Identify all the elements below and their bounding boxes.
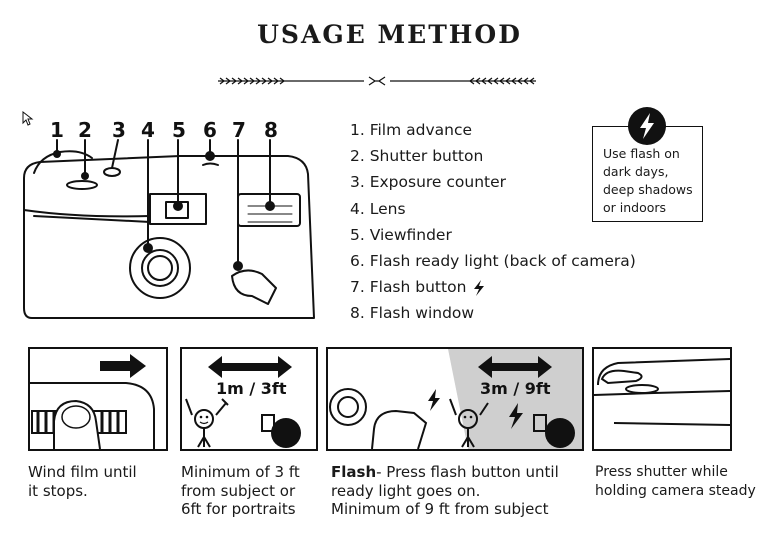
mouse-cursor-icon — [22, 111, 34, 126]
caption-line: it stops. — [28, 481, 88, 500]
tip-line: or indoors — [603, 200, 667, 215]
camera-diagram: 1 2 3 4 5 6 7 8 — [20, 118, 320, 330]
parts-list-item: 8. Flash window — [350, 300, 636, 326]
caption-line: Minimum of 9 ft from subject — [331, 500, 549, 518]
diagram-number-4: 4 — [141, 118, 155, 142]
part-label: 6. Flash ready light (back of camera) — [350, 252, 636, 271]
press-shutter-illustration — [594, 358, 730, 426]
lightning-bolt-icon — [474, 279, 485, 296]
lightning-bolt-icon — [628, 107, 666, 145]
part-label: 8. Flash window — [350, 304, 475, 323]
parts-list-item: 6. Flash ready light (back of camera) — [350, 248, 636, 274]
distance-label: 1m / 3ft — [216, 379, 287, 398]
parts-list-item: 2. Shutter button — [350, 143, 636, 169]
parts-list: 1. Film advance 2. Shutter button 3. Exp… — [350, 117, 636, 327]
parts-list-item: 4. Lens — [350, 196, 636, 222]
flash-distance-label: 3m / 9ft — [480, 379, 551, 398]
step-panel-flash: 3m / 9ft — [326, 347, 584, 451]
step-caption-flash: Flash- Press flash button until ready li… — [331, 463, 559, 519]
step-caption-wind: Wind film until it stops. — [28, 463, 137, 500]
caption-line: Press shutter while — [595, 464, 728, 480]
step-caption-distance: Minimum of 3 ft from subject or 6ft for … — [181, 463, 300, 519]
step-caption-shutter: Press shutter while holding camera stead… — [595, 463, 756, 500]
part-label: 7. Flash button — [350, 278, 467, 297]
flash-tip-text: Use flash on dark days, deep shadows or … — [603, 145, 701, 217]
caption-line: Wind film until — [28, 463, 137, 481]
camera-illustration — [23, 139, 315, 319]
caption-line: Minimum of 3 ft — [181, 463, 300, 481]
caption-line: from subject or — [181, 481, 296, 500]
step-panel-shutter — [592, 347, 732, 451]
step-panel-distance: 1m / 3ft — [180, 347, 318, 451]
part-label: 1. Film advance — [350, 121, 473, 139]
step-panel-wind — [28, 347, 168, 451]
wind-film-illustration — [30, 354, 155, 449]
part-label: 4. Lens — [350, 199, 406, 218]
parts-list-item: 3. Exposure counter — [350, 169, 636, 195]
tip-line: dark days, — [603, 164, 669, 179]
caption-bold: Flash — [331, 463, 377, 481]
caption-line: Flash- Press flash button until — [331, 463, 559, 482]
caption-line: ready light goes on. — [331, 481, 481, 500]
diagram-number-6: 6 — [203, 118, 217, 142]
tip-line: Use flash on — [603, 146, 680, 161]
caption-line: 6ft for portraits — [181, 500, 296, 518]
title-divider — [218, 76, 536, 86]
part-label: 3. Exposure counter — [350, 173, 507, 192]
part-label: 5. Viewfinder — [350, 225, 452, 244]
parts-list-item: 1. Film advance — [350, 117, 636, 143]
diagram-number-5: 5 — [172, 118, 186, 142]
parts-list-item: 7. Flash button — [350, 274, 636, 300]
diagram-number-7: 7 — [232, 118, 246, 142]
diagram-number-8: 8 — [264, 118, 278, 142]
flash-illustration — [329, 349, 575, 449]
parts-list-item: 5. Viewfinder — [350, 222, 636, 248]
caption-text: - Press flash button until — [376, 463, 559, 481]
page-title: USAGE METHOD — [257, 20, 522, 49]
diagram-number-2: 2 — [78, 118, 92, 142]
part-label: 2. Shutter button — [350, 147, 484, 166]
distance-illustration — [185, 356, 301, 448]
caption-line: holding camera steady — [595, 482, 756, 499]
diagram-number-3: 3 — [112, 118, 126, 142]
diagram-number-1: 1 — [50, 118, 64, 142]
tip-line: deep shadows — [603, 182, 693, 197]
